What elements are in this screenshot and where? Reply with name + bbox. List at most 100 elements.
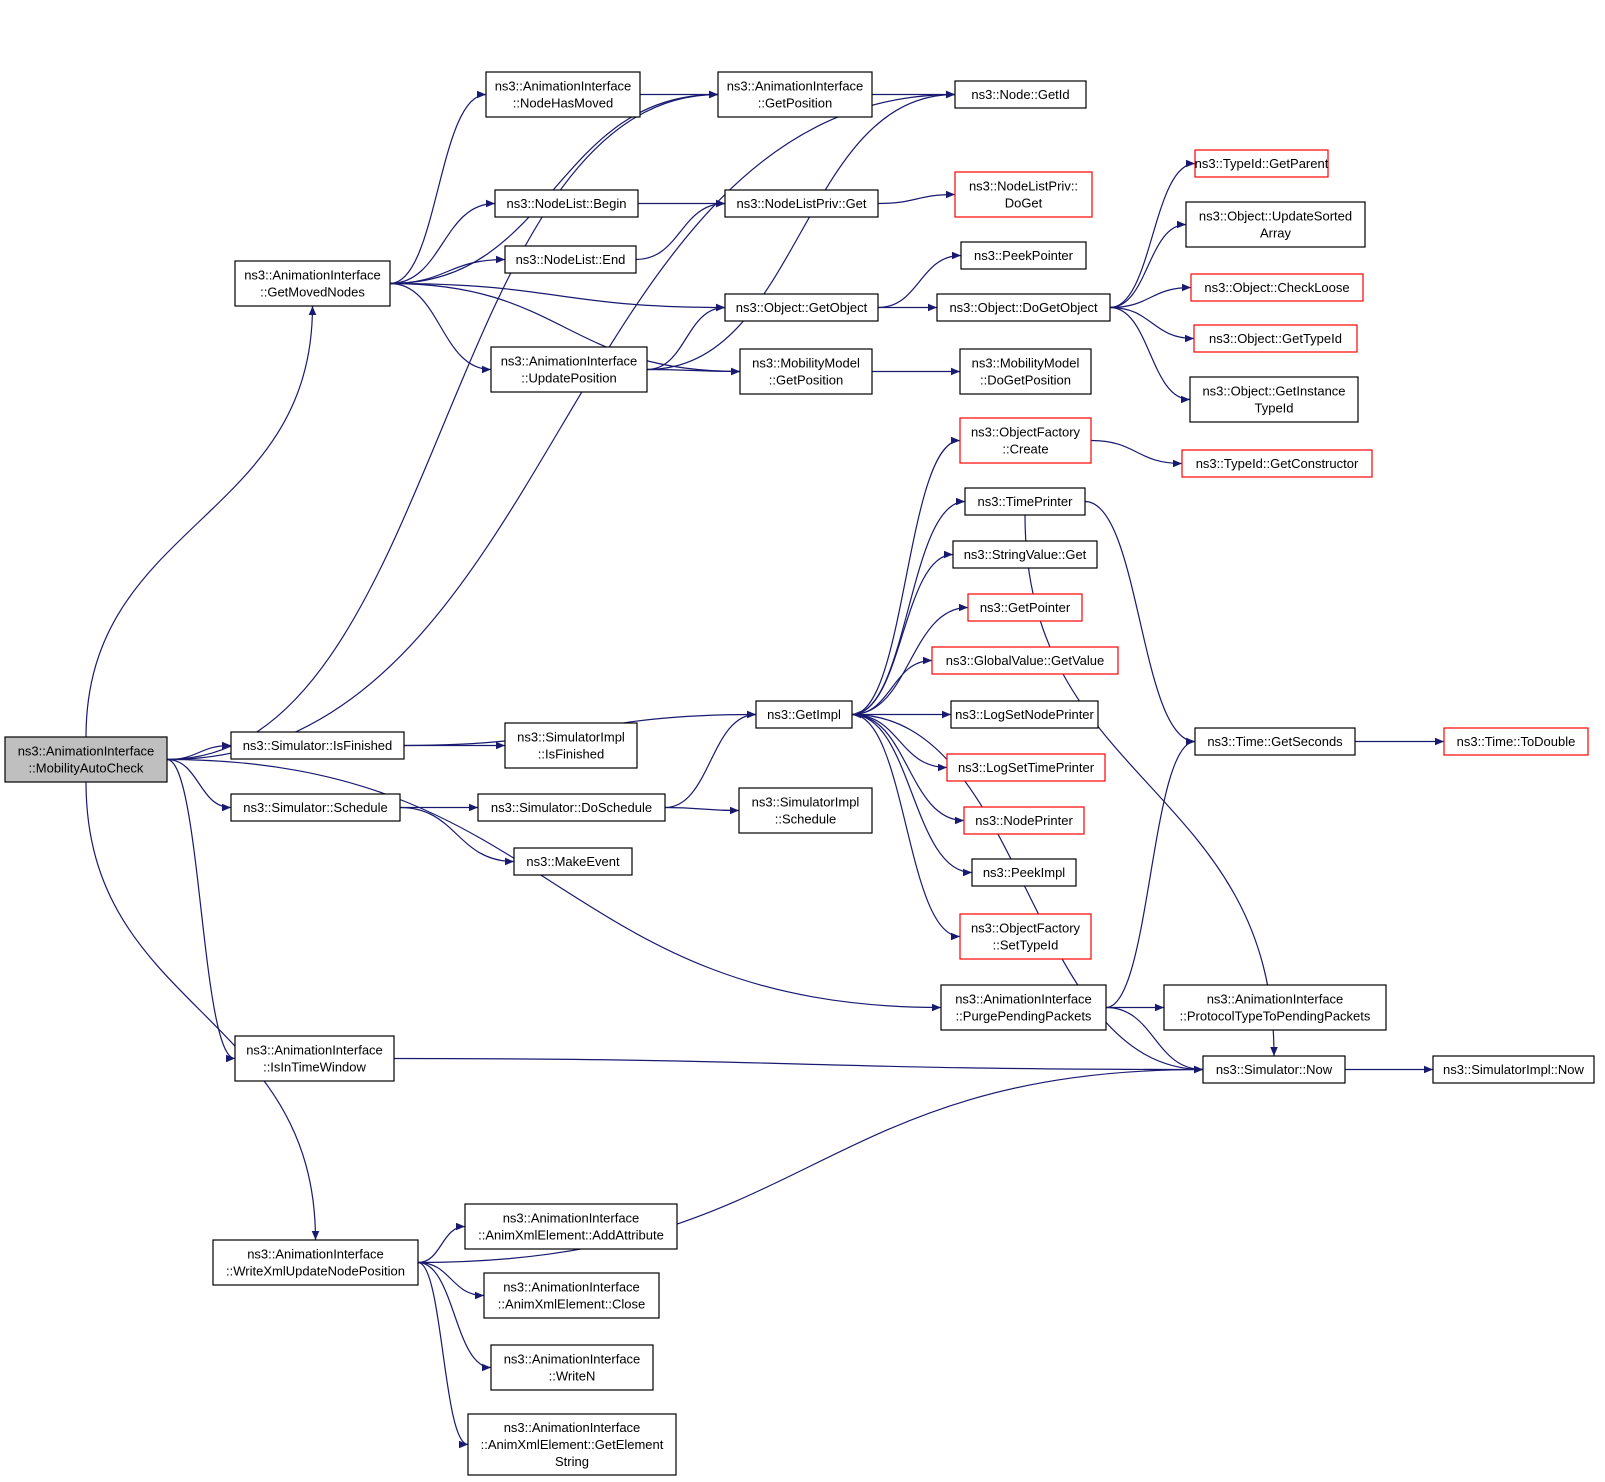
node-label: ns3::NodeListPriv::: [969, 179, 1078, 194]
node-typeIdGetParent[interactable]: ns3::TypeId::GetParent: [1194, 149, 1329, 178]
node-globalValueGetValue[interactable]: ns3::GlobalValue::GetValue: [931, 646, 1119, 675]
edge-layer: [85, 90, 1444, 1449]
node-aiWriteXmlUpdate[interactable]: ns3::AnimationInterface::WriteXmlUpdateN…: [212, 1239, 419, 1286]
node-label: ns3::AnimationInterface: [727, 79, 864, 94]
edge-getImpl-to-nodePrinter: [851, 713, 965, 825]
node-box: [963, 806, 1085, 835]
node-label: ::PurgePendingPackets: [956, 1009, 1092, 1024]
edge-getImpl-to-ofCreate: [851, 436, 961, 716]
node-box: [513, 847, 633, 876]
node-label: ns3::Object::UpdateSorted: [1199, 209, 1352, 224]
node-logSetNodePrinter[interactable]: ns3::LogSetNodePrinter: [950, 700, 1099, 729]
node-box: [234, 260, 391, 307]
edge-root-to-aiWriteXmlUpdate: [85, 781, 320, 1241]
node-box: [717, 71, 873, 118]
node-getMovedNodes[interactable]: ns3::AnimationInterface::GetMovedNodes: [234, 260, 391, 307]
node-nodeGetId[interactable]: ns3::Node::GetId: [954, 80, 1087, 109]
node-box: [950, 700, 1099, 729]
node-root[interactable]: ns3::AnimationInterface::MobilityAutoChe…: [4, 736, 168, 783]
edge-aiPurgePending-to-timeGetSeconds: [1105, 737, 1196, 1009]
node-box: [1181, 449, 1373, 478]
edge-getImpl-to-peekImpl: [851, 713, 973, 877]
node-objectGetObject[interactable]: ns3::Object::GetObject: [724, 293, 879, 322]
node-label: ns3::StringValue::Get: [964, 547, 1087, 562]
node-simDoSchedule[interactable]: ns3::Simulator::DoSchedule: [477, 793, 666, 822]
node-aiGetPosition[interactable]: ns3::AnimationInterface::GetPosition: [717, 71, 873, 118]
node-box: [960, 241, 1087, 270]
node-box: [964, 487, 1086, 516]
node-label: ns3::SimulatorImpl: [517, 730, 625, 745]
node-aiProtocolType[interactable]: ns3::AnimationInterface::ProtocolTypeToP…: [1163, 984, 1387, 1031]
node-layer: ns3::AnimationInterface::MobilityAutoChe…: [4, 71, 1595, 1476]
node-label: ns3::AnimationInterface: [1207, 992, 1344, 1007]
node-box: [230, 793, 401, 822]
node-box: [467, 1413, 677, 1476]
node-aiClose[interactable]: ns3::AnimationInterface::AnimXmlElement:…: [483, 1272, 660, 1319]
edge-root-to-simSchedule: [166, 758, 232, 812]
node-nodeListPrivDoGet[interactable]: ns3::NodeListPriv::DoGet: [954, 171, 1093, 218]
node-mmDoGetPosition[interactable]: ns3::MobilityModel::DoGetPosition: [959, 348, 1092, 395]
node-label: ns3::AnimationInterface: [955, 992, 1092, 1007]
node-stringValueGet[interactable]: ns3::StringValue::Get: [952, 540, 1098, 569]
node-label: ns3::GetImpl: [767, 707, 841, 722]
node-nodePrinter[interactable]: ns3::NodePrinter: [963, 806, 1085, 835]
node-objectCheckLoose[interactable]: ns3::Object::CheckLoose: [1190, 273, 1364, 302]
node-ofCreate[interactable]: ns3::ObjectFactory::Create: [959, 417, 1092, 464]
node-label: ns3::ObjectFactory: [971, 425, 1081, 440]
node-aiPurgePending[interactable]: ns3::AnimationInterface::PurgePendingPac…: [940, 984, 1107, 1031]
node-nodeListBegin[interactable]: ns3::NodeList::Begin: [494, 189, 639, 218]
node-box: [971, 858, 1077, 887]
edge-aiWriteXmlUpdate-to-aiWriteN: [417, 1261, 492, 1372]
node-simImplIsFinished[interactable]: ns3::SimulatorImpl::IsFinished: [504, 722, 638, 769]
node-simImplNow[interactable]: ns3::SimulatorImpl::Now: [1432, 1055, 1595, 1084]
edge-getImpl-to-globalValueGetValue: [851, 656, 933, 716]
node-label: ns3::AnimationInterface: [501, 354, 638, 369]
node-peekPointer[interactable]: ns3::PeekPointer: [960, 241, 1087, 270]
node-label: ns3::SimulatorImpl::Now: [1443, 1062, 1584, 1077]
node-label: ns3::Simulator::DoSchedule: [491, 800, 652, 815]
node-label: ::AnimXmlElement::Close: [498, 1297, 645, 1312]
node-label: TypeId: [1254, 401, 1293, 416]
node-box: [739, 348, 873, 395]
node-mmGetPosition[interactable]: ns3::MobilityModel::GetPosition: [739, 348, 873, 395]
node-simIsFinished[interactable]: ns3::Simulator::IsFinished: [230, 731, 405, 760]
node-box: [504, 722, 638, 769]
node-logSetTimePrinter[interactable]: ns3::LogSetTimePrinter: [946, 753, 1106, 782]
node-makeEvent[interactable]: ns3::MakeEvent: [513, 847, 633, 876]
edge-getImpl-to-logSetTimePrinter: [851, 713, 948, 772]
edge-aiWriteXmlUpdate-to-aiGetElementString: [417, 1261, 469, 1449]
node-ofSetTypeId[interactable]: ns3::ObjectFactory::SetTypeId: [959, 913, 1092, 960]
node-typeIdGetConstructor[interactable]: ns3::TypeId::GetConstructor: [1181, 449, 1373, 478]
edge-getMovedNodes-to-nodeListEnd: [389, 255, 506, 285]
node-nodeHasMoved[interactable]: ns3::AnimationInterface::NodeHasMoved: [485, 71, 641, 118]
node-box: [464, 1203, 678, 1250]
edge-getImpl-to-ofSetTypeId: [851, 713, 961, 941]
node-aiGetElementString[interactable]: ns3::AnimationInterface::AnimXmlElement:…: [467, 1413, 677, 1476]
node-label: ::IsFinished: [538, 747, 604, 762]
node-getImpl[interactable]: ns3::GetImpl: [755, 700, 853, 729]
node-label: ::Schedule: [775, 812, 836, 827]
node-aiIsInTimeWindow[interactable]: ns3::AnimationInterface::IsInTimeWindow: [234, 1035, 395, 1082]
node-label: ::UpdatePosition: [521, 371, 616, 386]
node-objectGetTypeId[interactable]: ns3::Object::GetTypeId: [1193, 324, 1358, 353]
node-timeGetSeconds[interactable]: ns3::Time::GetSeconds: [1194, 727, 1356, 756]
edge-nodeListEnd-to-nodeListPrivGet: [635, 199, 726, 261]
node-nodeListPrivGet[interactable]: ns3::NodeListPriv::Get: [724, 189, 879, 218]
node-aiWriteN[interactable]: ns3::AnimationInterface::WriteN: [490, 1344, 654, 1391]
node-simImplSchedule[interactable]: ns3::SimulatorImpl::Schedule: [738, 787, 873, 834]
node-getPointer[interactable]: ns3::GetPointer: [967, 593, 1083, 622]
node-label: ns3::TypeId::GetConstructor: [1196, 456, 1359, 471]
node-simSchedule[interactable]: ns3::Simulator::Schedule: [230, 793, 401, 822]
node-timeToDouble[interactable]: ns3::Time::ToDouble: [1443, 727, 1589, 756]
node-objectDoGetObject[interactable]: ns3::Object::DoGetObject: [936, 293, 1111, 322]
node-label: ns3::Object::CheckLoose: [1204, 280, 1349, 295]
node-peekImpl[interactable]: ns3::PeekImpl: [971, 858, 1077, 887]
node-aiUpdatePosition[interactable]: ns3::AnimationInterface::UpdatePosition: [490, 346, 648, 393]
node-nodeListEnd[interactable]: ns3::NodeList::End: [504, 245, 637, 274]
node-timePrinter[interactable]: ns3::TimePrinter: [964, 487, 1086, 516]
node-box: [490, 1344, 654, 1391]
node-simNow[interactable]: ns3::Simulator::Now: [1202, 1055, 1346, 1084]
node-aiAddAttribute[interactable]: ns3::AnimationInterface::AnimXmlElement:…: [464, 1203, 678, 1250]
